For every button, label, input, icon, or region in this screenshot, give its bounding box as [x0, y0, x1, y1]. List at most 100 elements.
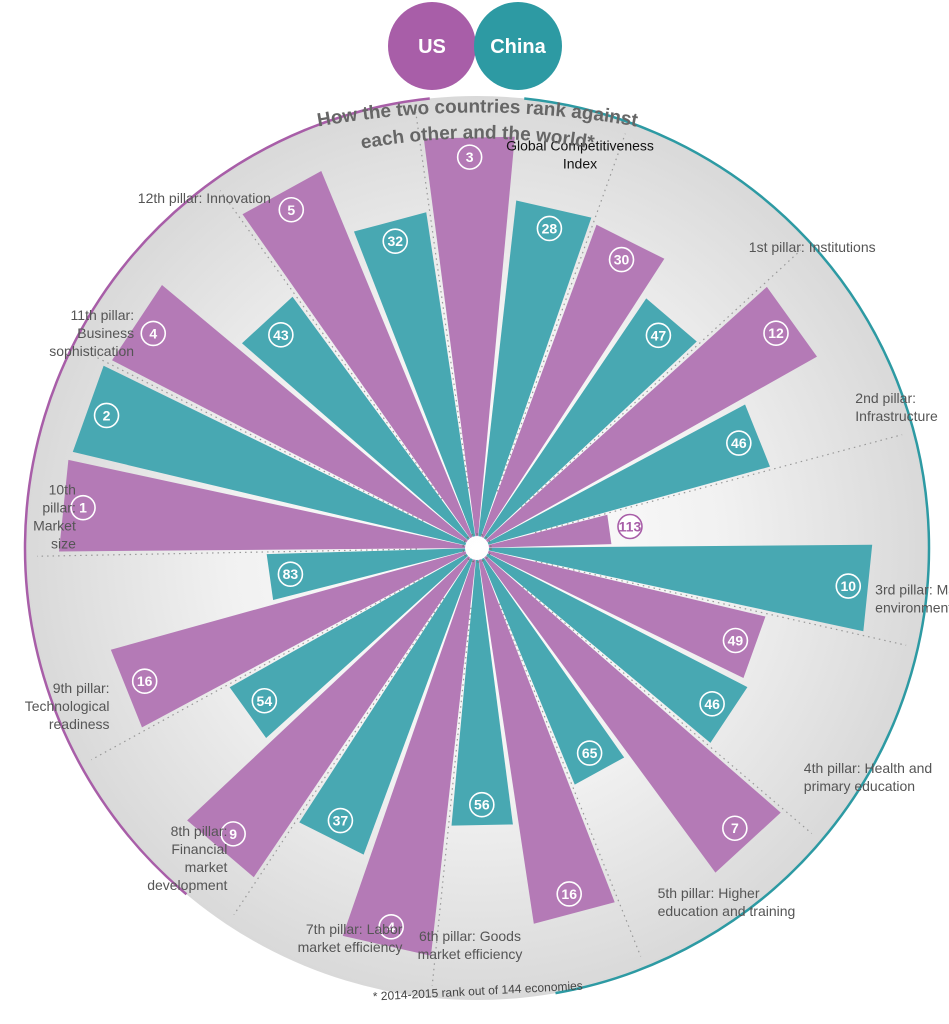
bars-group: [59, 136, 873, 956]
china-bar: [483, 298, 697, 540]
china-rank-badge: [536, 215, 563, 242]
us-rank-badge: [70, 494, 96, 521]
china-bar: [487, 404, 770, 545]
china-rank-badge: [277, 561, 304, 588]
us-rank-badge: [722, 815, 748, 842]
us-bar: [112, 284, 468, 543]
us-bar: [423, 136, 515, 537]
us-bar: [484, 555, 781, 873]
category-label: 12th pillar: Innovation: [138, 190, 271, 206]
china-bar: [299, 558, 473, 855]
china-rank-badge: [251, 687, 278, 714]
china-rank-badge: [645, 322, 672, 349]
china-bar: [72, 365, 467, 546]
legend-us-circle: [388, 2, 476, 90]
china-bar: [229, 553, 469, 738]
us-bar: [59, 459, 466, 552]
china-bar: [478, 200, 592, 537]
china-bar: [488, 544, 873, 632]
china-rank-badge: [726, 430, 752, 456]
china-rank-value: 37: [333, 813, 349, 829]
china-rank-badge: [268, 322, 294, 348]
us-rank-value: 30: [614, 252, 630, 268]
category-label: 1st pillar: Institutions: [749, 239, 876, 255]
us-rank-badge: [378, 913, 404, 940]
us-rank-badge: [140, 320, 167, 347]
us-bar: [342, 559, 476, 956]
china-rank-value: 46: [731, 435, 747, 451]
china-rank-badge: [576, 740, 603, 766]
us-rank-badge: [456, 144, 483, 170]
china-rank-badge: [382, 228, 409, 254]
us-bar: [485, 286, 818, 543]
us-rank-value: 16: [561, 886, 577, 902]
china-bar: [451, 559, 513, 826]
china-rank-value: 10: [840, 578, 856, 594]
china-rank-value: 32: [387, 233, 403, 249]
us-rank-badge: [220, 821, 246, 847]
china-bar: [353, 212, 476, 537]
legend-us-label: US: [418, 36, 446, 58]
china-bar: [241, 296, 470, 541]
legend-china: China: [474, 2, 562, 90]
us-rank-value: 5: [287, 202, 295, 218]
us-rank-value: 3: [466, 149, 474, 165]
us-rank-badge: [131, 668, 158, 695]
china-rank-value: 83: [283, 566, 299, 582]
china-rank-badge: [469, 791, 495, 818]
us-rank-badge: [617, 513, 643, 540]
legend-china-circle: [474, 2, 562, 90]
us-rank-value: 113: [619, 519, 642, 535]
china-rank-badge: [699, 691, 725, 717]
china-outline-arc: [524, 97, 931, 995]
us-rank-value: 4: [149, 325, 157, 341]
us-rank-badge: [763, 320, 789, 347]
china-rank-value: 2: [103, 407, 111, 423]
us-rank-value: 9: [229, 826, 237, 842]
us-rank-value: 12: [768, 325, 784, 341]
china-rank-badge: [93, 402, 120, 429]
us-bar: [488, 514, 612, 548]
china-rank-value: 43: [273, 327, 289, 343]
us-bar: [110, 551, 467, 728]
china-rank-value: 28: [542, 220, 558, 236]
us-rank-badge: [556, 881, 583, 907]
china-rank-value: 65: [582, 745, 598, 761]
us-rank-badge: [722, 627, 749, 654]
legend-us: US: [388, 2, 476, 90]
china-rank-value: 47: [651, 327, 667, 343]
china-rank-badge: [835, 573, 862, 599]
us-rank-value: 1: [79, 500, 87, 516]
china-rank-badge: [327, 807, 354, 834]
us-rank-value: 16: [137, 673, 153, 689]
us-bar: [487, 550, 766, 679]
center-dotted-circle: [462, 533, 492, 563]
china-rank-value: 56: [474, 797, 490, 813]
china-rank-value: 46: [704, 696, 720, 712]
us-bar: [481, 224, 665, 538]
us-bar: [478, 559, 615, 924]
china-bar: [481, 557, 625, 785]
us-rank-badge: [608, 246, 635, 273]
category-label: 3rd pillar: Macroeconomicenvironment: [875, 581, 949, 615]
us-bar: [187, 556, 471, 878]
us-rank-value: 4: [387, 919, 395, 935]
us-outline-arc: [23, 97, 430, 896]
category-label: 2nd pillar:Infrastructure: [855, 390, 938, 424]
us-bar: [242, 171, 473, 539]
china-rank-value: 54: [257, 693, 273, 709]
china-bar: [486, 553, 748, 743]
legend-china-label: China: [490, 36, 546, 58]
